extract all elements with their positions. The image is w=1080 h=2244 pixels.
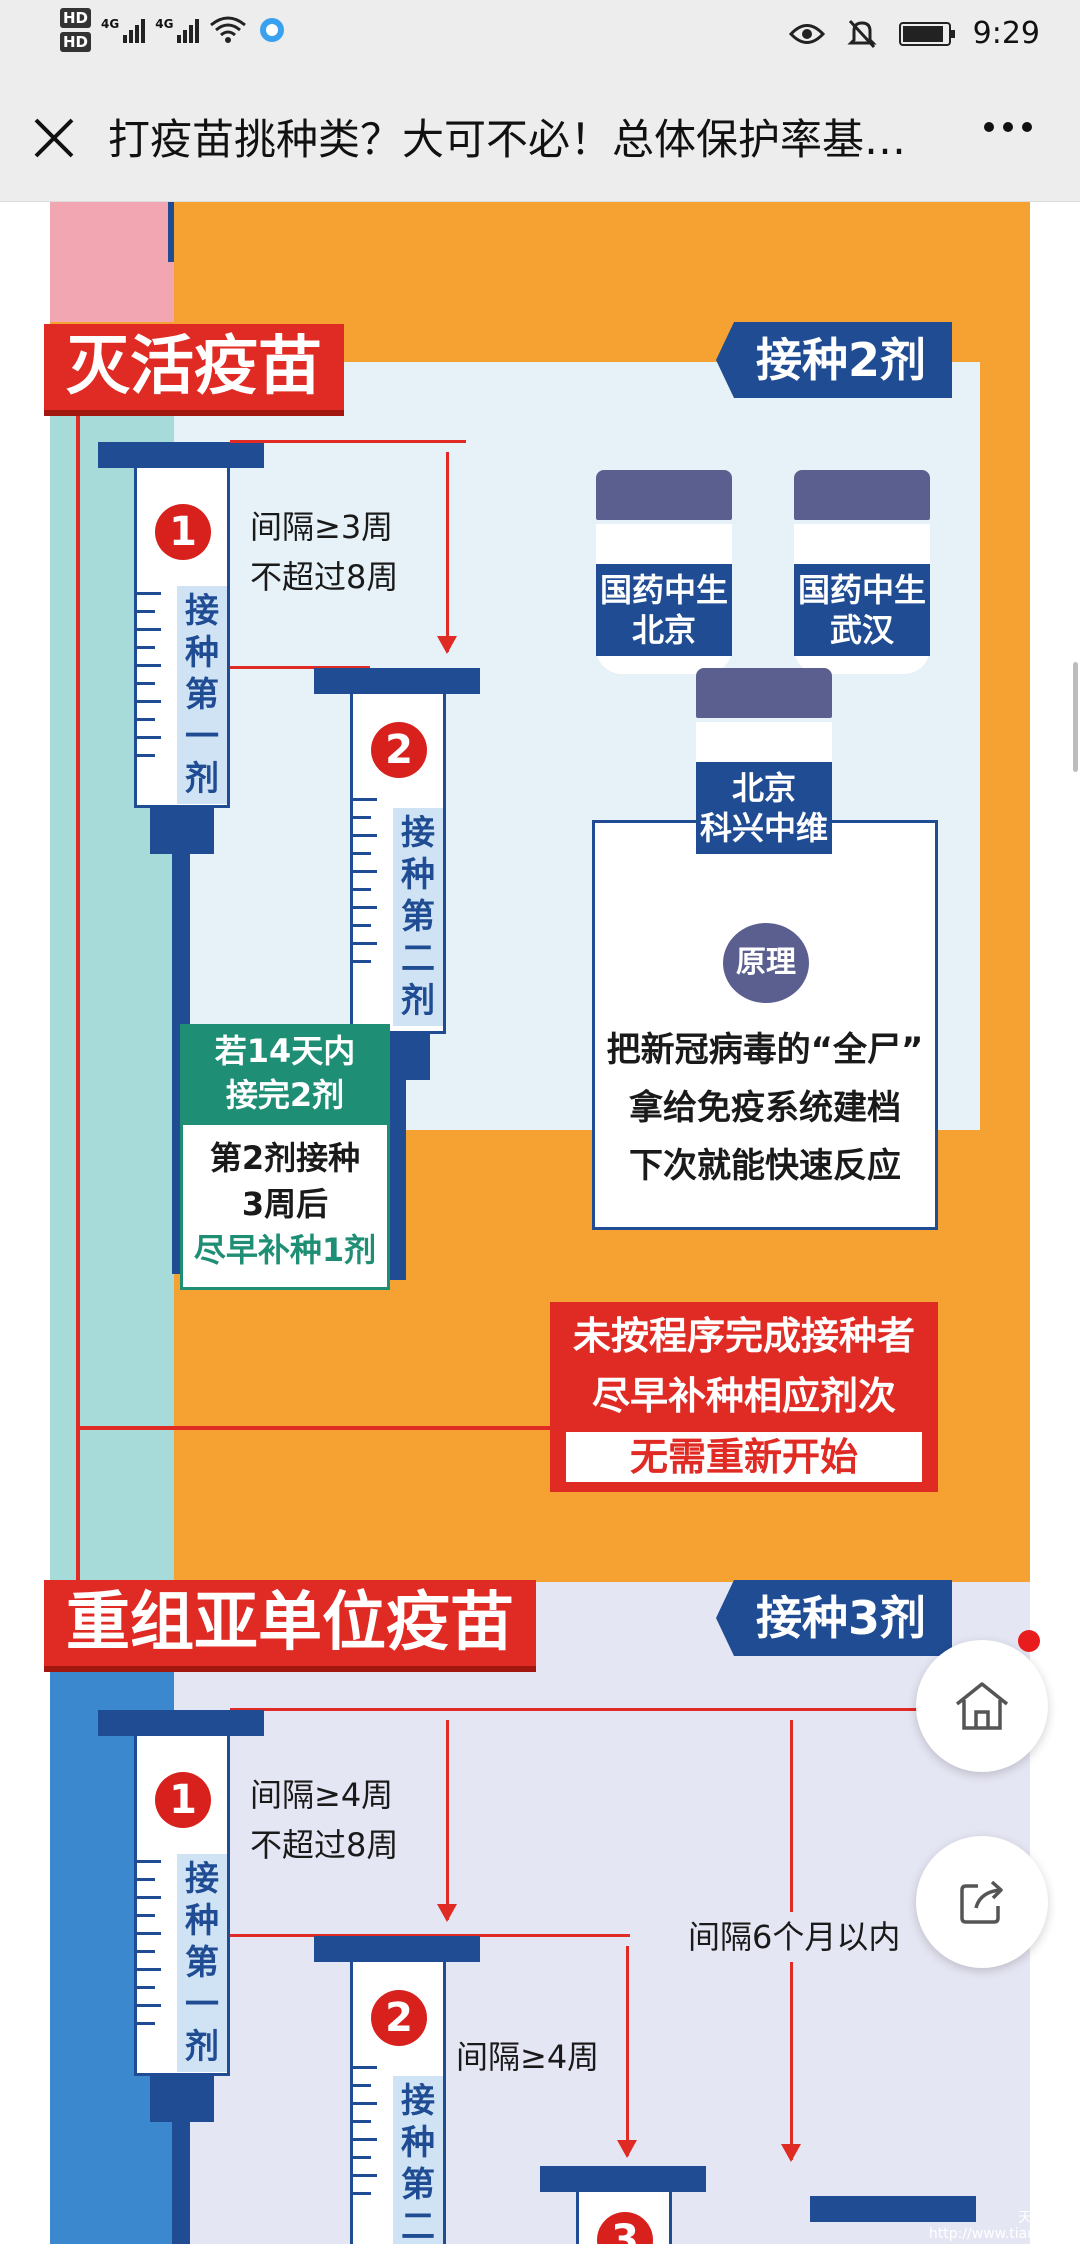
close-icon[interactable] [30,114,78,162]
rsyringe-3-cap [540,2166,706,2192]
arrow-down-icon [437,452,457,654]
home-button[interactable] [916,1630,1048,1772]
rinterval-note-2: 间隔≥4周 [456,2038,600,2076]
rdose-2-badge: 2 [371,1990,427,2046]
green-note: 若14天内 接完2剂 [180,1024,390,1122]
section-title-recombinant: 重组亚单位疫苗 [44,1580,536,1672]
notification-dot [1018,1630,1040,1652]
principle-pill: 原理 [723,923,809,1003]
vaccine-infographic: 灭活疫苗 接种2剂 1 接 种 第 一 剂 [44,202,1030,2244]
share-icon [960,1880,1003,1924]
decor-line [168,202,174,262]
vial-wuhan: 国药中生武汉 [794,470,930,674]
rsyringe-1: 1 接 种 第 一 剂 [134,1736,230,2076]
principle-text: 把新冠病毒的“全尸” 拿给免疫系统建档 下次就能快速反应 [606,1030,924,1186]
section-title-inactivated: 灭活疫苗 [44,324,344,416]
rsyringe-4-cap [810,2196,976,2222]
warning-box: 未按程序完成接种者 尽早补种相应剂次 无需重新开始 [550,1302,938,1492]
rsyringe-1-cap [98,1710,264,1736]
rinterval-note-6m: 间隔6个月以内 [682,1912,907,1962]
rinterval-note-1: 间隔≥4周 不超过8周 [250,1776,399,1864]
share-button[interactable] [916,1836,1048,1968]
signal-icon-2: 4G [155,17,200,43]
vial-beijing: 国药中生北京 [596,470,732,674]
watermark: 天涯社区 http://www.tianya.cn [928,2210,1074,2242]
dose-1-label: 接 种 第 一 剂 [177,586,227,804]
syringe-2: 2 接 种 第 二 剂 [350,694,446,1034]
principle-box: 原理 把新冠病毒的“全尸” 拿给免疫系统建档 下次就能快速反应 [592,820,938,1230]
rsyringe-2-cap [314,1936,480,1962]
battery-icon [898,21,955,46]
rdose-2-label: 接 种 第 二 剂 [393,2076,443,2244]
nav-bar: 打疫苗挑种类？大可不必！总体保护率基… [0,70,1080,202]
scrollbar[interactable] [1073,662,1078,772]
dose-count-tag: 接种2剂 [716,322,953,398]
eye-icon [788,23,825,44]
hd-badge-2: HD [60,32,92,52]
syringe-1: 1 接 种 第 一 剂 [134,468,230,808]
arrow-down-icon-r2 [617,1946,637,2158]
dose-2-badge: 2 [371,722,427,778]
wifi-icon [210,16,247,43]
rdose-1-label: 接 种 第 一 剂 [177,1854,227,2072]
rdose-3-badge: 3 [597,2212,653,2244]
signal-icon-1: 4G [101,17,146,43]
dose-1-badge: 1 [155,504,211,560]
decor-strip [50,202,174,322]
browser-app-icon [260,18,285,42]
rdose-1-badge: 1 [155,1772,211,1828]
guide-line-h [76,1426,576,1430]
dose-count-tag-3: 接种3剂 [716,1580,953,1656]
rsyringe-2: 2 接 种 第 二 剂 [350,1962,446,2244]
vial-kexing: 北京科兴中维 [696,668,832,872]
arrow-down-icon-r1 [437,1720,457,1922]
syringe-1-cap [98,442,264,468]
makeup-dose-note: 第2剂接种 3周后 尽早补种1剂 [180,1122,390,1290]
mute-bell-icon [847,19,877,48]
page-title: 打疫苗挑种类？大可不必！总体保护率基… [108,115,907,164]
syringe-2-cap [314,668,480,694]
hd-badge-1: HD [60,8,92,28]
interval-note-1: 间隔≥3周 不超过8周 [250,508,399,596]
dose-2-label: 接 种 第 二 剂 [393,808,443,1026]
more-menu-icon[interactable] [984,122,1032,132]
article-content[interactable]: 灭活疫苗 接种2剂 1 接 种 第 一 剂 [0,202,1080,2244]
clock: 9:29 [972,16,1040,51]
home-icon [955,1682,1009,1730]
rsyringe-3: 3 [576,2192,672,2244]
guide-line [76,402,80,1802]
status-bar: HD HD 4G 4G 9:29 [0,0,1080,70]
